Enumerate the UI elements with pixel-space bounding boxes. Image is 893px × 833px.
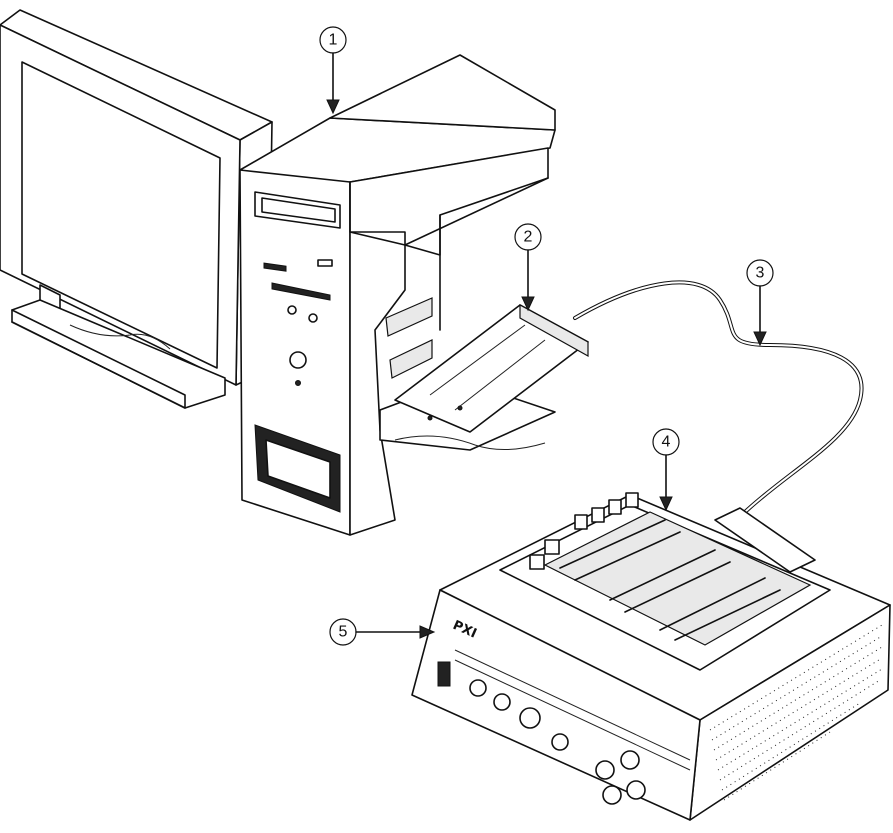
computer-tower <box>239 54 556 536</box>
interface-card <box>394 303 589 433</box>
callout-5: 5 <box>329 618 436 646</box>
callout-2: 2 <box>514 223 542 312</box>
callout-1: 1 <box>319 26 347 115</box>
monitor <box>0 9 273 409</box>
callout-5-label: 5 <box>339 624 348 641</box>
side-vents <box>709 624 883 801</box>
test-device: PXI <box>411 492 891 821</box>
callout-1-label: 1 <box>329 32 338 49</box>
callout-2-label: 2 <box>524 229 533 246</box>
callout-4: 4 <box>652 428 680 512</box>
callout-4-label: 4 <box>662 434 671 451</box>
connecting-cable <box>573 280 864 514</box>
monitor-screen <box>21 61 221 369</box>
callout-3: 3 <box>746 259 774 347</box>
callout-3-label: 3 <box>756 265 765 282</box>
